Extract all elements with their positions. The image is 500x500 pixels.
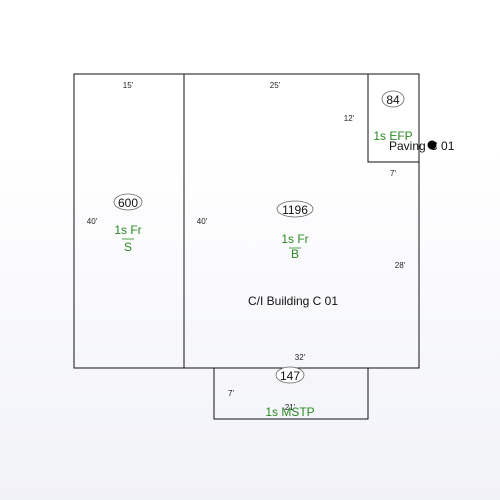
code-mstp: 1s MSTP (265, 405, 314, 419)
dim-b-notch-width: 12' (344, 114, 355, 123)
dim-mstp-side: 7' (228, 389, 234, 398)
dim-b-left: 40' (197, 217, 208, 226)
dim-b-right: 28' (395, 261, 406, 270)
area-oval-b (276, 200, 314, 218)
section-b-outline (183, 73, 420, 369)
dim-b-bottom: 32' (295, 353, 306, 362)
area-b: 1196 (282, 203, 308, 217)
dim-s-height: 40' (87, 217, 98, 226)
dim-b-top: 25' (270, 81, 281, 90)
paving-label: Paving C 01 (389, 139, 455, 153)
paving-point-icon (427, 140, 437, 150)
code-b: 1s Fr (281, 232, 308, 246)
dim-s-width: 15' (123, 81, 134, 90)
subcode-b: B (291, 247, 299, 261)
code-s: 1s Fr (114, 223, 141, 237)
section-efp-outline (367, 73, 420, 163)
dim-mstp-bottom: 21' (285, 403, 296, 412)
code-efp: 1s EFP (373, 129, 412, 143)
dim-b-notch-height: 7' (390, 169, 396, 178)
area-mstp: 147 (280, 369, 300, 383)
area-s: 600 (118, 196, 138, 210)
area-oval-mstp (275, 366, 305, 384)
area-oval-s (113, 193, 143, 211)
subcode-s: S (124, 240, 132, 254)
building-label: C/I Building C 01 (248, 294, 338, 308)
area-oval-efp (381, 90, 405, 108)
area-efp: 84 (386, 93, 400, 107)
